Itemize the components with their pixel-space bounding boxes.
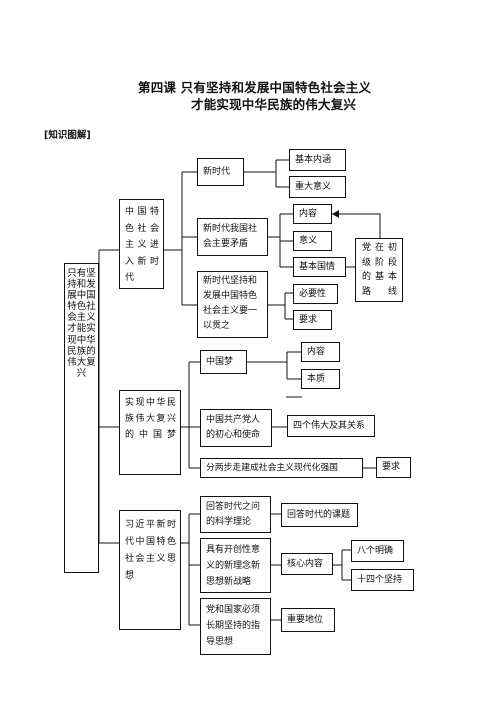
section-label: [知识图解] [44,130,91,141]
branch-chinese-dream-box: 实现中华民族伟大复兴的中国梦 [119,390,181,475]
node-chinese-dream: 中国梦 [200,350,247,374]
node-new-era: 新时代 [197,158,244,186]
node-requirement-1: 要求 [293,310,332,330]
node-original-aspiration: 中国共产党人的初心和使命 [200,409,272,447]
node-basic-line: 党在初级阶段的基本路线 [355,238,403,302]
node-scientific-theory: 回答时代之问的科学理论 [200,496,271,533]
node-pioneering: 具有开创性意义的新理念新思想新战略 [200,538,271,593]
node-dream-content: 内容 [301,342,340,362]
node-fourteen-adherences: 十四个坚持 [351,569,414,591]
node-basic-connotation: 基本内涵 [289,149,346,171]
node-two-step: 分两步走建成社会主义现代化强国 [200,458,363,478]
node-guiding-thought: 党和国家必须长期坚持的指导思想 [200,598,271,655]
node-main-contradiction: 新时代我国社会主要矛盾 [197,218,268,256]
node-dream-essence: 本质 [301,369,340,389]
node-core-content: 核心内容 [281,553,333,575]
node-important-status: 重要地位 [281,608,335,632]
node-basic-national-condition: 基本国情 [293,257,346,277]
node-era-question: 回答时代的课题 [281,503,358,527]
branch-new-era-box: 中国特色社会主义进入新时代 [119,199,164,289]
node-significance: 重大意义 [289,176,346,198]
node-necessity: 必要性 [293,284,338,304]
node-contradiction-meaning: 意义 [293,231,332,251]
branch-xi-thought-box: 习近平新时代中国特色社会主义思想 [119,510,181,630]
title-line-1: 第四课 只有坚持和发展中国特色社会主义 [138,80,372,95]
node-requirement-2: 要求 [376,457,411,478]
node-uphold-consistently: 新时代坚持和发展中国特色社会主义要一以贯之 [197,271,268,338]
title-line-2: 才能实现中华民族的伟大复兴 [191,97,357,112]
root-topic-box: 只有坚持和发展中国特色社会主义才能实现中华民族的伟大复兴 [64,263,99,573]
node-contradiction-content: 内容 [293,204,332,224]
node-four-greats: 四个伟大及其关系 [287,415,375,437]
node-eight-clarifications: 八个明确 [351,540,404,562]
